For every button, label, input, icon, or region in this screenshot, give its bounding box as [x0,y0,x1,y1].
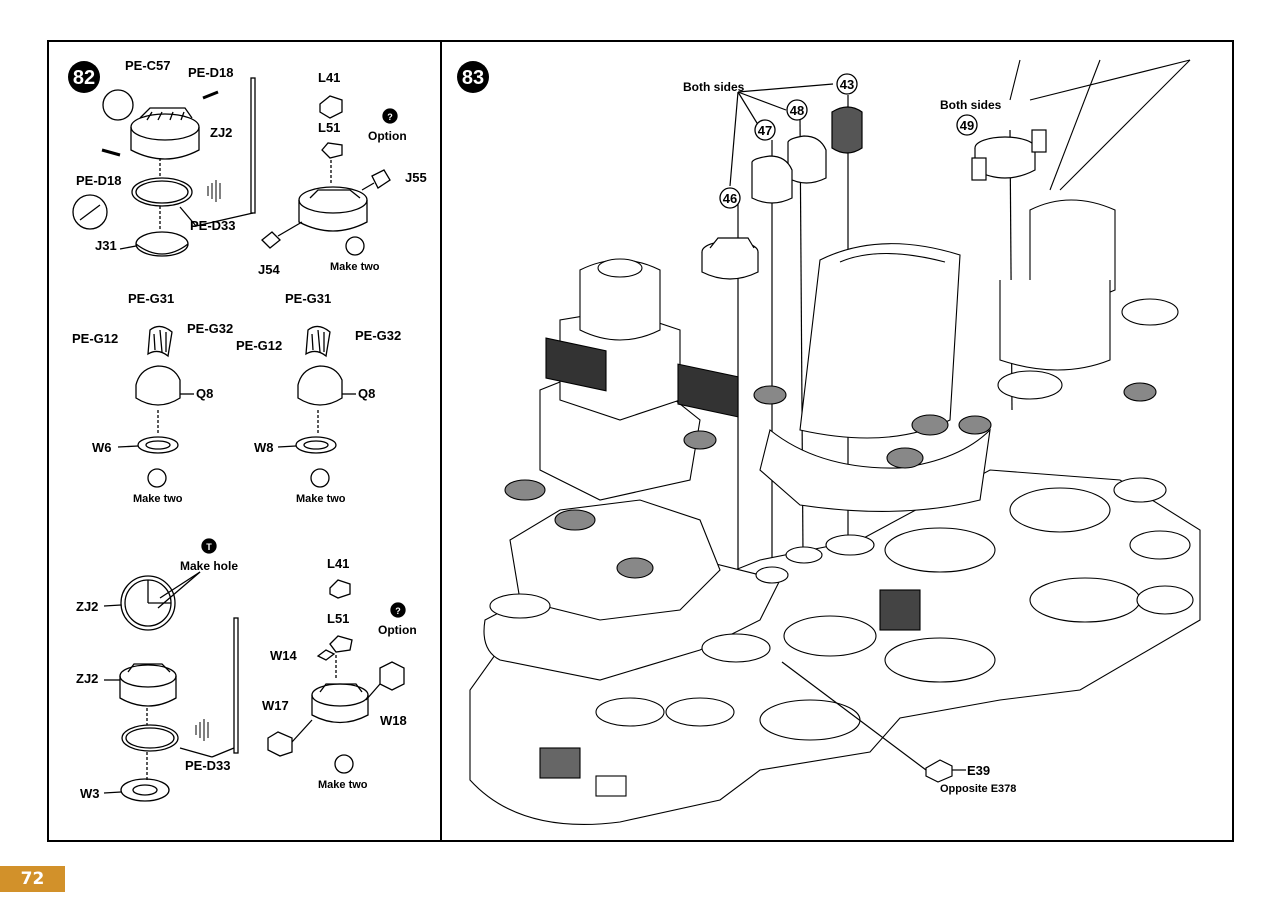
sub-assembly-47: PE-G31 PE-G12 PE-G32 Q8 W6 47 Make two [72,291,233,505]
both-sides-label-left: Both sides [683,80,745,94]
part-label-w8: W8 [254,440,274,455]
callout-49: 49 [337,758,351,772]
part-label-zj2-top: ZJ2 [76,599,98,614]
part-label-w18: W18 [380,713,407,728]
part-label-j54: J54 [258,262,280,277]
callout-48: 48 [313,472,327,486]
callout-83-46: 46 [723,191,737,206]
hole-label: Make hole [180,559,238,573]
detail-bubble-side [72,194,108,230]
option-mark-49: ? [395,606,401,616]
part-label-l41: L41 [318,70,340,85]
part-label-j31: J31 [95,238,117,253]
callout-83-48: 48 [790,103,804,118]
option-label-46: Option [368,129,407,143]
callout-bubbles [719,73,978,209]
step-83-panel: 83 Both sides Both sides 43 48 47 46 49 [457,59,1201,825]
sub-assembly-make-hole: T Make hole ZJ2 ZJ2 PE-D33 W3 [76,538,239,802]
part-note-e39: Opposite E378 [940,783,1016,795]
part-label-l41-49: L41 [327,556,349,571]
page-number: 72 [0,866,65,892]
part-label-pe-d18-top: PE-D18 [188,65,234,80]
part-label-l51-49: L51 [327,611,349,626]
part-label-w17: W17 [262,698,289,713]
hole-icon [201,538,217,554]
step-83-number: 83 [462,67,484,89]
callout-83-47: 47 [758,123,772,138]
option-mark-46: ? [387,112,393,122]
part-label-j55: J55 [405,170,427,185]
part-label-zj2-bottom: ZJ2 [76,671,98,686]
part-label-q8-48: Q8 [358,386,375,401]
callout-47: 47 [150,472,164,486]
note-49: Make two [318,779,368,791]
callout-83-43: 43 [840,77,854,92]
sub-assembly-zj2: PE-C57 PE-D18 ZJ2 PE-D18 PE-D33 J31 [72,58,256,257]
part-label-l51: L51 [318,120,340,135]
sub-assembly-48: PE-G31 PE-G12 PE-G32 Q8 W8 48 Make two [236,291,401,505]
part-label-pe-g12-47: PE-G12 [72,331,118,346]
ship-superstructure [469,59,1201,825]
callout-46-bubble [345,236,365,256]
part-label-q8-47: Q8 [196,386,213,401]
step-82-badge [68,61,100,93]
note-48: Make two [296,493,346,505]
sub-assembly-49: L41 L51 W14 W17 W18 ? Option 49 Make two [262,556,417,791]
part-label-zj2: ZJ2 [210,125,232,140]
part-label-pe-d33-2: PE-D33 [185,758,231,773]
step-83-badge [457,61,489,93]
note-47: Make two [133,493,183,505]
part-label-w3: W3 [80,786,100,801]
page-border [47,40,1234,842]
part-e39 [781,661,966,783]
callout-83-49: 49 [960,118,974,133]
sub-assembly-46: L41 L51 J55 J54 ? Option 46 Make two [258,70,427,277]
note-46: Make two [330,261,380,273]
part-label-pe-c57: PE-C57 [125,58,171,73]
option-label-49: Option [378,623,417,637]
option-icon-46 [382,108,398,124]
step-82-number: 82 [73,67,95,89]
part-label-pe-g32-47: PE-G32 [187,321,233,336]
detail-bubble-top [102,89,134,121]
hole-mark: T [206,542,212,552]
part-label-pe-d33: PE-D33 [190,218,236,233]
option-icon-49 [390,602,406,618]
part-label-pe-g12-48: PE-G12 [236,338,282,353]
part-label-pe-g31-47: PE-G31 [128,291,174,306]
part-label-pe-d18-side: PE-D18 [76,173,122,188]
part-label-pe-g31-48: PE-G31 [285,291,331,306]
step-82-panel: 82 PE-C57 PE-D18 ZJ2 PE-D18 PE-D33 J31 [68,58,427,802]
part-label-w14: W14 [270,648,298,663]
callout-46: 46 [348,240,362,254]
part-label-w6: W6 [92,440,112,455]
both-sides-label-right: Both sides [940,98,1002,112]
part-label-pe-g32-48: PE-G32 [355,328,401,343]
callout-parts [701,106,1047,280]
part-label-e39: E39 [967,763,990,778]
